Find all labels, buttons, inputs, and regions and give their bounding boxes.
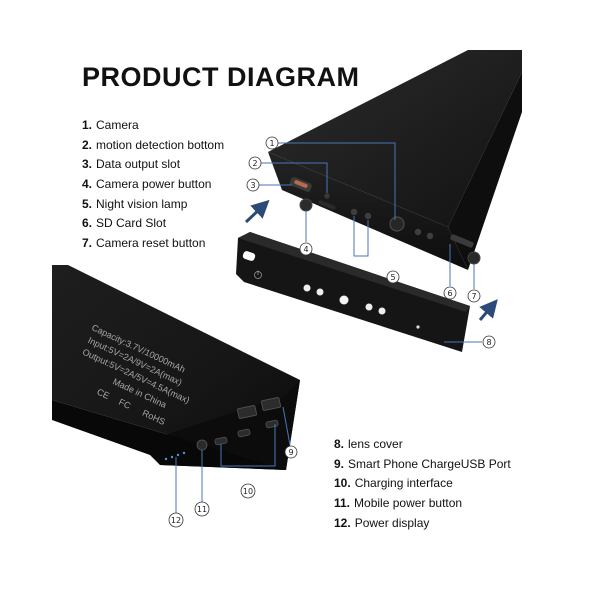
direction-arrow xyxy=(244,199,270,224)
svg-text:12: 12 xyxy=(171,516,181,525)
night-vision-lamp xyxy=(426,232,434,240)
legend-item-number: 11. xyxy=(334,496,351,511)
legend-item-number: 12. xyxy=(334,515,351,530)
svg-text:5: 5 xyxy=(390,273,395,282)
device-front-face xyxy=(268,152,468,270)
power-bank-device: Capacity:3.7V/10000mAh Input:5V=2A/9V=2A… xyxy=(52,265,300,470)
mobile-power-button xyxy=(196,439,208,451)
callout-marker-2: 2 xyxy=(248,156,262,170)
night-vision-lamp xyxy=(364,212,372,220)
callout-marker-7: 7 xyxy=(467,289,481,303)
camera-lens xyxy=(389,216,405,232)
legend-item-label: motion detection bottom xyxy=(96,137,225,152)
legend-item: 11.Mobile power button xyxy=(334,494,511,514)
svg-text:2: 2 xyxy=(252,159,257,168)
legend-item-number: 5. xyxy=(82,196,93,211)
camera-device xyxy=(268,50,522,270)
legend-top-list: 1.Camera 2.motion detection bottom 3.Dat… xyxy=(82,116,224,254)
callout-line-10 xyxy=(220,424,276,467)
motion-detection-sensor xyxy=(324,193,330,199)
callout-lines xyxy=(175,142,482,513)
callout-line-2 xyxy=(261,162,328,193)
legend-item: 4.Camera power button xyxy=(82,175,224,195)
callout-marker-5: 5 xyxy=(386,270,400,284)
callout-marker-11: 11 xyxy=(194,501,210,517)
legend-item-number: 10. xyxy=(334,476,351,491)
legend-item: 2.motion detection bottom xyxy=(82,136,224,156)
legend-item-label: Smart Phone ChargeUSB Port xyxy=(348,456,511,471)
charging-interface xyxy=(237,428,251,438)
callout-marker-3: 3 xyxy=(246,178,260,192)
legend-item-label: Night vision lamp xyxy=(96,196,188,211)
callout-marker-10: 10 xyxy=(240,483,256,499)
legend-item-number: 2. xyxy=(82,137,93,152)
callout-marker-9: 9 xyxy=(284,445,298,459)
legend-item-number: 3. xyxy=(82,157,93,172)
legend-item-label: Camera power button xyxy=(96,177,212,192)
legend-item-label: SD Card Slot xyxy=(96,216,167,231)
svg-text:3: 3 xyxy=(250,181,255,190)
svg-text:4: 4 xyxy=(303,245,308,254)
legend-item-label: Camera xyxy=(96,118,139,132)
night-vision-lamp xyxy=(414,228,422,236)
svg-text:6: 6 xyxy=(447,289,452,298)
phone-charge-usb-port xyxy=(261,397,281,411)
svg-text:8: 8 xyxy=(486,338,491,347)
legend-bottom-list: 8.lens cover 9.Smart Phone ChargeUSB Por… xyxy=(334,435,511,533)
legend-item-label: Charging interface xyxy=(354,476,453,491)
power-display-led xyxy=(164,457,168,461)
legend-item-number: 9. xyxy=(334,456,345,471)
legend-item-label: Data output slot xyxy=(96,157,181,172)
callout-marker-6: 6 xyxy=(443,286,457,300)
legend-item: 1.Camera xyxy=(82,116,224,136)
direction-arrow xyxy=(478,299,498,321)
svg-text:11: 11 xyxy=(197,505,207,514)
camera-reset-button xyxy=(467,251,481,265)
night-vision-lamp xyxy=(350,208,358,216)
case-fc-mark: FC xyxy=(117,397,133,411)
legend-item: 7.Camera reset button xyxy=(82,234,224,254)
page-title: PRODUCT DIAGRAM xyxy=(82,62,360,92)
camera-power-button xyxy=(299,198,313,212)
legend-item: 12.Power display xyxy=(334,514,511,534)
sd-card-slot xyxy=(450,234,474,248)
power-display-led xyxy=(170,455,174,459)
case-ce-mark: CE xyxy=(95,387,111,401)
device-top-surface xyxy=(268,50,522,227)
callout-line-5 xyxy=(353,216,369,257)
phone-charge-usb-port xyxy=(237,405,257,419)
legend-item-label: lens cover xyxy=(348,437,403,451)
callout-line-1 xyxy=(278,142,396,220)
legend-item-number: 6. xyxy=(82,216,93,231)
legend-item: 10.Charging interface xyxy=(334,474,511,494)
legend-item: 9.Smart Phone ChargeUSB Port xyxy=(334,455,511,475)
legend-item-number: 7. xyxy=(82,236,93,251)
power-display-led xyxy=(176,453,180,457)
legend-item: 5.Night vision lamp xyxy=(82,195,224,215)
legend-item-number: 8. xyxy=(334,437,345,451)
lens-cover xyxy=(236,232,470,352)
callout-marker-8: 8 xyxy=(482,335,496,349)
callout-line-9 xyxy=(282,406,291,446)
legend-item: 6.SD Card Slot xyxy=(82,214,224,234)
callout-marker-12: 12 xyxy=(168,512,184,528)
svg-text:1: 1 xyxy=(269,139,274,148)
svg-text:10: 10 xyxy=(243,487,253,496)
legend-item: 8.lens cover xyxy=(334,435,511,455)
svg-text:9: 9 xyxy=(288,448,293,457)
device-side-face xyxy=(448,72,522,270)
legend-item-number: 1. xyxy=(82,118,93,132)
power-display-led xyxy=(182,451,186,455)
callout-marker-1: 1 xyxy=(265,136,279,150)
legend-item-label: Mobile power button xyxy=(354,496,463,511)
legend-item-label: Power display xyxy=(354,515,430,530)
legend-item-number: 4. xyxy=(82,177,93,192)
callout-marker-4: 4 xyxy=(299,242,313,256)
charging-interface xyxy=(214,436,228,446)
svg-text:7: 7 xyxy=(471,292,476,301)
legend-item: 3.Data output slot xyxy=(82,155,224,175)
legend-item-label: Camera reset button xyxy=(96,236,206,251)
